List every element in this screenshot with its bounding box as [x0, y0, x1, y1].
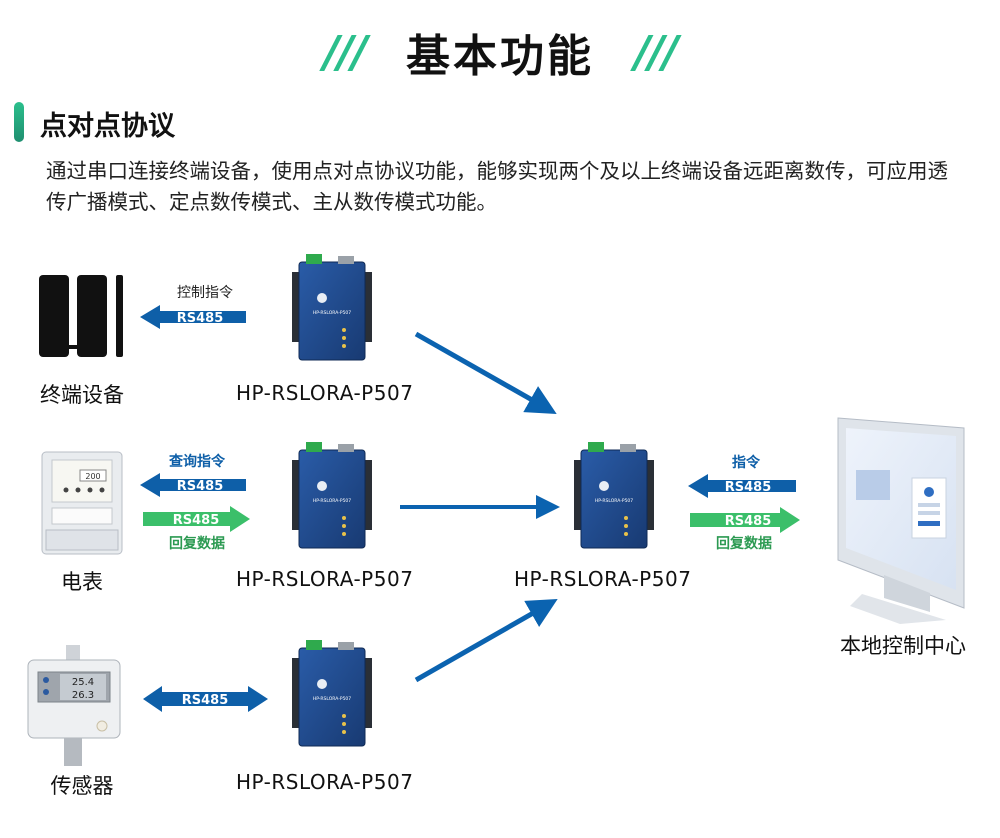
row2-bus-in-label: RS485 — [173, 513, 220, 528]
module-row2-model: HP-RSLORA-P507 — [236, 567, 414, 591]
sensor-label: 传感器 — [50, 774, 114, 798]
center-bus-out-label: RS485 — [725, 480, 772, 495]
electric-meter-icon: 200 — [41, 451, 123, 555]
center-rs485-in-arrow: RS485 — [690, 507, 800, 533]
row1-bus-label: RS485 — [177, 311, 224, 326]
module-row1: HP-RSLORA-P507 — [292, 254, 372, 361]
row2-rs485-in-arrow: RS485 — [143, 506, 250, 532]
row1-rs485-arrow: RS485 — [140, 305, 246, 329]
control-center-label: 本地控制中心 — [840, 634, 966, 658]
link-line-row1 — [414, 331, 557, 414]
title-text: 基本功能 — [406, 31, 594, 82]
section-title: 点对点协议 — [40, 111, 175, 142]
module-row2: HP-RSLORA-P507 — [292, 442, 372, 549]
terminal-device-label: 终端设备 — [40, 383, 124, 407]
row2-bottom-label: 回复数据 — [169, 535, 225, 552]
sensor-line1: 25.4 — [72, 677, 94, 688]
section-description: 通过串口连接终端设备，使用点对点协议功能，能够实现两个及以上终端设备远距离数传，… — [46, 159, 948, 214]
meter-display: 200 — [85, 472, 100, 481]
module-row2-text: HP-RSLORA-P507 — [313, 498, 351, 504]
center-top-label: 指令 — [732, 454, 761, 471]
center-bottom-label: 回复数据 — [716, 535, 772, 552]
row3-bus-label: RS485 — [182, 693, 229, 708]
module-row3-model: HP-RSLORA-P507 — [236, 770, 414, 794]
monitor-icon — [837, 417, 965, 624]
row1-top-label: 控制指令 — [177, 285, 233, 301]
module-center-text: HP-RSLORA-P507 — [595, 498, 633, 504]
section-accent-bar — [14, 102, 24, 142]
sensor-line2: 26.3 — [72, 690, 94, 701]
link-line-row3 — [414, 599, 558, 683]
row2-rs485-out-arrow: RS485 — [140, 473, 246, 497]
title-right-slashes: /// — [634, 26, 678, 78]
page-title: /// 基本功能 /// — [0, 20, 1000, 84]
center-bus-in-label: RS485 — [725, 514, 772, 529]
title-left-slashes: /// — [323, 26, 367, 78]
module-row1-text: HP-RSLORA-P507 — [313, 310, 351, 316]
module-row3-text: HP-RSLORA-P507 — [313, 696, 351, 702]
module-row3: HP-RSLORA-P507 — [292, 640, 372, 747]
row2-bus-out-label: RS485 — [177, 479, 224, 494]
module-row1-model: HP-RSLORA-P507 — [236, 381, 414, 405]
terminal-device-icon — [39, 275, 123, 357]
sensor-icon: 25.4 26.3 — [27, 645, 121, 766]
row2-top-label: 查询指令 — [169, 453, 226, 470]
module-center: HP-RSLORA-P507 — [574, 442, 654, 549]
row3-rs485-double-arrow: RS485 — [143, 686, 268, 712]
module-center-model: HP-RSLORA-P507 — [514, 567, 692, 591]
center-rs485-out-arrow: RS485 — [688, 474, 796, 498]
meter-label: 电表 — [61, 570, 103, 594]
